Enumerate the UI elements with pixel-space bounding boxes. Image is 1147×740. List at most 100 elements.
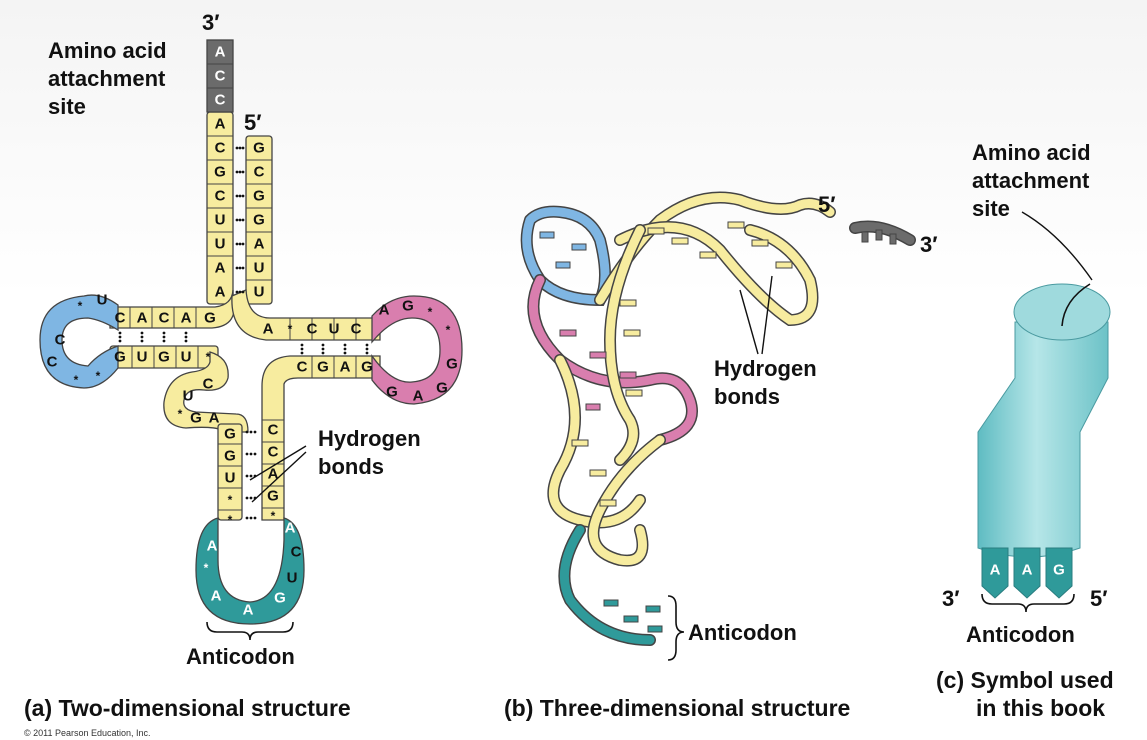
hb-acceptor-dot-16 — [235, 266, 239, 270]
nucleotide-t-stem-top-1: A — [263, 321, 274, 338]
hb-acceptor-dot-12 — [241, 218, 245, 222]
ribbon-backbones — [520, 191, 916, 646]
symbol-cylinder-body — [977, 321, 1109, 558]
hb-ac-dot-7 — [245, 474, 249, 478]
hb-acceptor-dot-1 — [235, 146, 239, 150]
nucleotide-acceptor-right-1: G — [253, 140, 265, 157]
hb-t-dot-11 — [365, 347, 369, 351]
nucleotide-d-loop-6: * — [74, 373, 79, 387]
nucleotide-ac-stem-right-4: G — [267, 488, 279, 505]
nucleotide-acceptor-left-2: C — [215, 140, 226, 157]
amino-acid-label-a-2: attachment — [48, 66, 166, 91]
nucleotide-anticodon-1: A — [211, 588, 222, 605]
five-prime-label-a: 5′ — [244, 110, 262, 135]
hb-ac-dot-1 — [245, 430, 249, 434]
hb-d-dot-10 — [184, 331, 188, 335]
nucleotide-d-loop-3: C — [55, 332, 66, 349]
hb-d-dot-11 — [184, 335, 188, 339]
hb-ac-dot-8 — [249, 474, 253, 478]
hb-acceptor-dot-3 — [241, 146, 245, 150]
three-prime-label-b: 3′ — [920, 232, 938, 257]
amino-acid-attachment-stub — [1061, 283, 1091, 327]
nucleotide-ac-stem-right-2: C — [268, 444, 279, 461]
nucleotide-d-stem-bottom-2: U — [137, 349, 148, 366]
hydrogen-label-b-2: bonds — [714, 384, 780, 409]
anticodon-label-a: Anticodon — [186, 644, 295, 669]
nucleotide-acceptor-left-7: A — [215, 260, 226, 277]
nucleotide-ac-stem-left-1: G — [224, 426, 236, 443]
nucleotide-t-stem-bottom-1: C — [297, 359, 308, 376]
nucleotide-d-stem-bottom-1: G — [114, 349, 126, 366]
three-prime-label-c: 3′ — [942, 586, 960, 611]
nucleotide-d-stem-top-4: A — [181, 310, 192, 327]
nucleotide-d-loop-1: * — [78, 299, 83, 313]
hb-acceptor-dot-7 — [235, 194, 239, 198]
nucleotide-acceptor-left-3: G — [214, 164, 226, 181]
nucleotide-variable-1: C — [203, 376, 214, 393]
hb-acceptor-dot-13 — [235, 242, 239, 246]
nucleotide-acceptor-right-7: U — [254, 284, 265, 301]
nucleotide-t-loop-1: A — [379, 302, 390, 319]
ribbon-rungs — [539, 221, 897, 633]
hydrogen-label-a-2: bonds — [318, 454, 384, 479]
nucleotide-acceptor-3prime-end-1: A — [215, 44, 226, 61]
nucleotide-ac-loop-right-1: A — [285, 520, 296, 537]
hb-d-dot-6 — [140, 339, 144, 343]
hb-ac-dot-15 — [253, 516, 257, 520]
hb-ac-dot-6 — [253, 452, 257, 456]
hydrogen-label-a-1: Hydrogen — [318, 426, 421, 451]
nucleotide-ac-stem-left-4: * — [228, 493, 233, 507]
three-prime-label-a: 3′ — [202, 10, 220, 35]
hb-acceptor-dot-9 — [241, 194, 245, 198]
nucleotide-acceptor-right-5: A — [254, 236, 265, 253]
nucleotide-ac-stem-right-5: * — [271, 509, 276, 523]
hb-ac-dot-4 — [245, 452, 249, 456]
hb-acceptor-dot-20 — [238, 290, 242, 294]
acceptor-3prime-end — [206, 39, 234, 113]
hb-acceptor-dot-19 — [235, 290, 239, 294]
nucleotide-ac-stem-right-3: A — [268, 466, 279, 483]
hb-acceptor-dot-2 — [238, 146, 242, 150]
nucleotide-dividers — [129, 63, 357, 511]
hb-t-dot-5 — [321, 347, 325, 351]
nucleotide-t-loop-6: G — [436, 380, 448, 397]
symbol-anticodon-3: G — [1053, 562, 1065, 579]
hb-pointer-2 — [251, 451, 307, 503]
nucleotide-d-stem-top-5: G — [204, 310, 216, 327]
hb-ac-dot-5 — [249, 452, 253, 456]
hb-ac-dot-10 — [245, 496, 249, 500]
nucleotide-ac-stem-left-5: * — [228, 513, 233, 527]
hb-d-dot-4 — [140, 331, 144, 335]
amino-acid-label-a-1: Amino acid — [48, 38, 167, 63]
panel-c-symbol: Amino acid attachment site A A G 3′ 5′ A… — [936, 140, 1114, 721]
hb-acceptor-dot-18 — [241, 266, 245, 270]
five-prime-label-c: 5′ — [1090, 586, 1108, 611]
d-loop — [39, 294, 119, 389]
hb-t-dot-2 — [300, 347, 304, 351]
anticodon-bracket-b — [667, 595, 685, 661]
hb-d-dot-1 — [118, 331, 122, 335]
hb-pointer-b1 — [739, 289, 759, 355]
nucleotide-ac-stem-right-1: C — [268, 422, 279, 439]
hb-t-dot-10 — [365, 343, 369, 347]
nucleotide-t-stem-bottom-3: A — [340, 359, 351, 376]
hb-t-dot-8 — [343, 347, 347, 351]
amino-acid-label-c-2: attachment — [972, 168, 1090, 193]
hb-d-dot-12 — [184, 339, 188, 343]
nucleotide-acceptor-right-2: C — [254, 164, 265, 181]
anticodon-label-b: Anticodon — [688, 620, 797, 645]
anticodon-bracket-a — [206, 621, 294, 641]
hb-ac-dot-14 — [249, 516, 253, 520]
panel-b-three-dimensional: 5′ 3′ Hydrogen bonds Anticodon (b) Three… — [504, 191, 938, 721]
nucleotide-acceptor-left-5: U — [215, 212, 226, 229]
symbol-anticodon-1: A — [990, 562, 1001, 579]
hb-d-dot-9 — [162, 339, 166, 343]
nucleotide-d-stem-bottom-4: U — [181, 349, 192, 366]
nucleotide-t-loop-4: * — [446, 323, 451, 337]
nucleotide-acceptor-right-6: U — [254, 260, 265, 277]
symbol-cylinder-top — [1013, 283, 1111, 341]
hb-acceptor-dot-14 — [238, 242, 242, 246]
amino-acid-label-c-3: site — [972, 196, 1010, 221]
